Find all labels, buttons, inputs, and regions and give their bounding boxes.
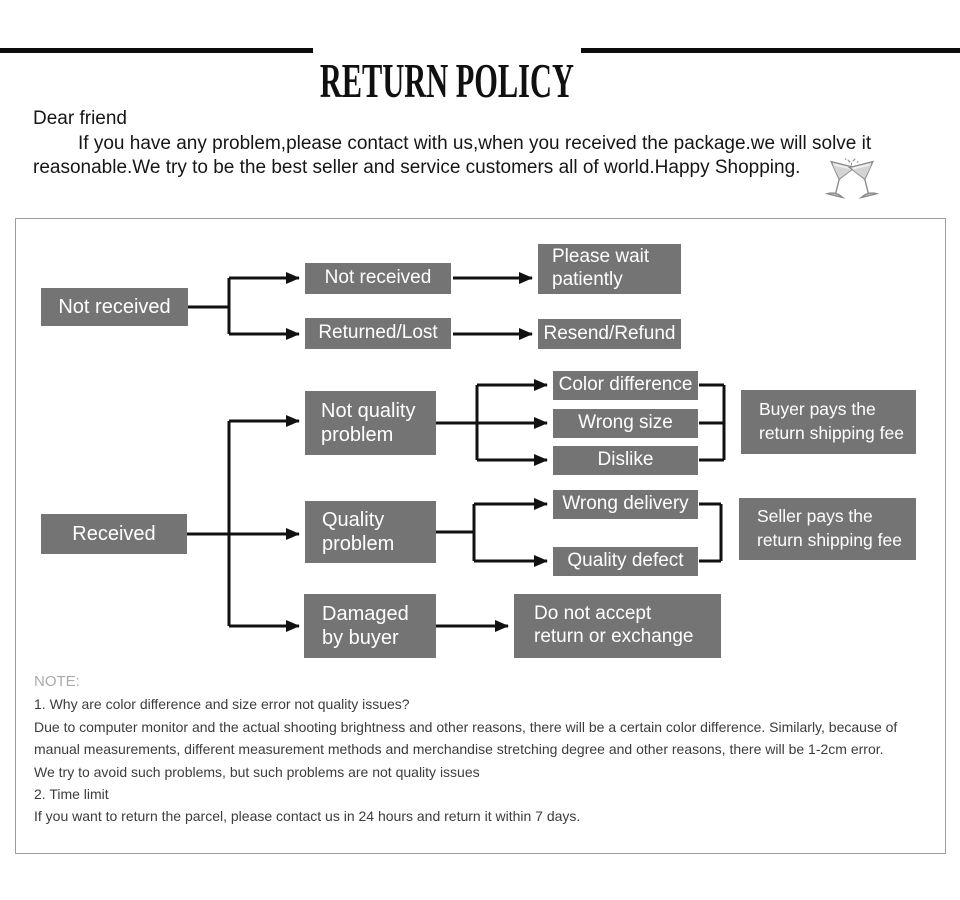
node-wrong-size: Wrong size <box>553 409 698 438</box>
node-returned-lost: Returned/Lost <box>305 318 451 349</box>
node-color-difference: Color difference <box>553 371 698 400</box>
return-flowchart: Not received Not received Returned/Lost … <box>15 218 946 854</box>
page-title: RETURN POLICY <box>319 52 575 108</box>
intro-text: Dear friend If you have any problem,plea… <box>33 107 871 181</box>
greeting: Dear friend <box>33 108 127 129</box>
intro-line-1: If you have any problem,please contact w… <box>78 132 872 154</box>
note-line: 1. Why are color difference and size err… <box>34 696 410 713</box>
title-rule-right <box>581 48 960 53</box>
title-rule-left <box>0 48 313 53</box>
clinking-glasses-icon <box>824 158 880 199</box>
note-line: manual measurements, different measureme… <box>34 741 884 758</box>
note-line: 2. Time limit <box>34 786 109 803</box>
notes-label: NOTE: <box>34 673 80 690</box>
node-not-received: Not received <box>41 288 188 326</box>
node-wrong-delivery: Wrong delivery <box>553 490 698 519</box>
node-seller-pays-fee: Seller pays the return shipping fee <box>739 498 916 560</box>
note-line: If you want to return the parcel, please… <box>34 808 581 825</box>
intro-line-2: reasonable.We try to be the best seller … <box>33 157 801 178</box>
node-branch-not-received: Not received <box>305 263 451 294</box>
notes-section: NOTE: 1. Why are color difference and si… <box>34 671 897 828</box>
node-buyer-pays-fee: Buyer pays the return shipping fee <box>741 390 916 454</box>
node-quality-problem: Quality problem <box>305 501 436 563</box>
node-not-quality-problem: Not quality problem <box>305 391 436 455</box>
node-do-not-accept: Do not accept return or exchange <box>514 594 721 658</box>
note-line: Due to computer monitor and the actual s… <box>34 718 898 735</box>
node-damaged-by-buyer: Damaged by buyer <box>304 594 436 658</box>
node-received: Received <box>41 514 187 554</box>
flowchart-connectors <box>187 272 726 632</box>
node-resend-refund: Resend/Refund <box>538 319 681 349</box>
node-dislike: Dislike <box>553 446 698 475</box>
note-line: We try to avoid such problems, but such … <box>34 763 480 780</box>
node-quality-defect: Quality defect <box>553 547 698 576</box>
node-please-wait: Please wait patiently <box>538 244 681 294</box>
